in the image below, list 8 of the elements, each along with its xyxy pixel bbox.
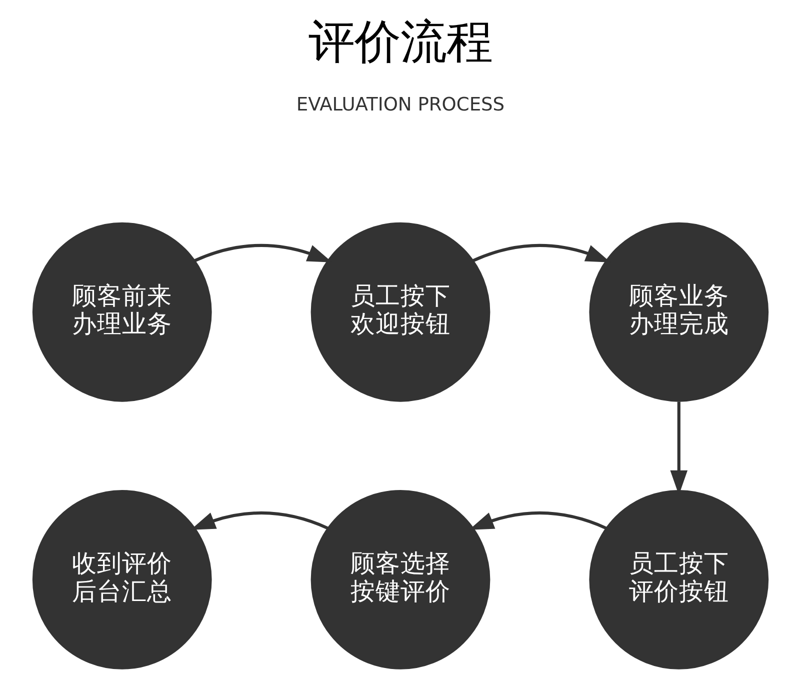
- node-circle: 员工按下欢迎按钮: [310, 222, 490, 402]
- node-circle: 顾客选择按键评价: [310, 490, 490, 670]
- node-circle: 员工按下评价按钮: [588, 490, 768, 670]
- node-circle: 顾客前来办理业务: [32, 222, 212, 402]
- node-circle: 收到评价后台汇总: [32, 490, 212, 670]
- node-circle: 顾客业务办理完成: [588, 222, 768, 402]
- diagram-title: 评价流程: [308, 14, 492, 69]
- label: EVALUATION PROCESS: [296, 94, 504, 116]
